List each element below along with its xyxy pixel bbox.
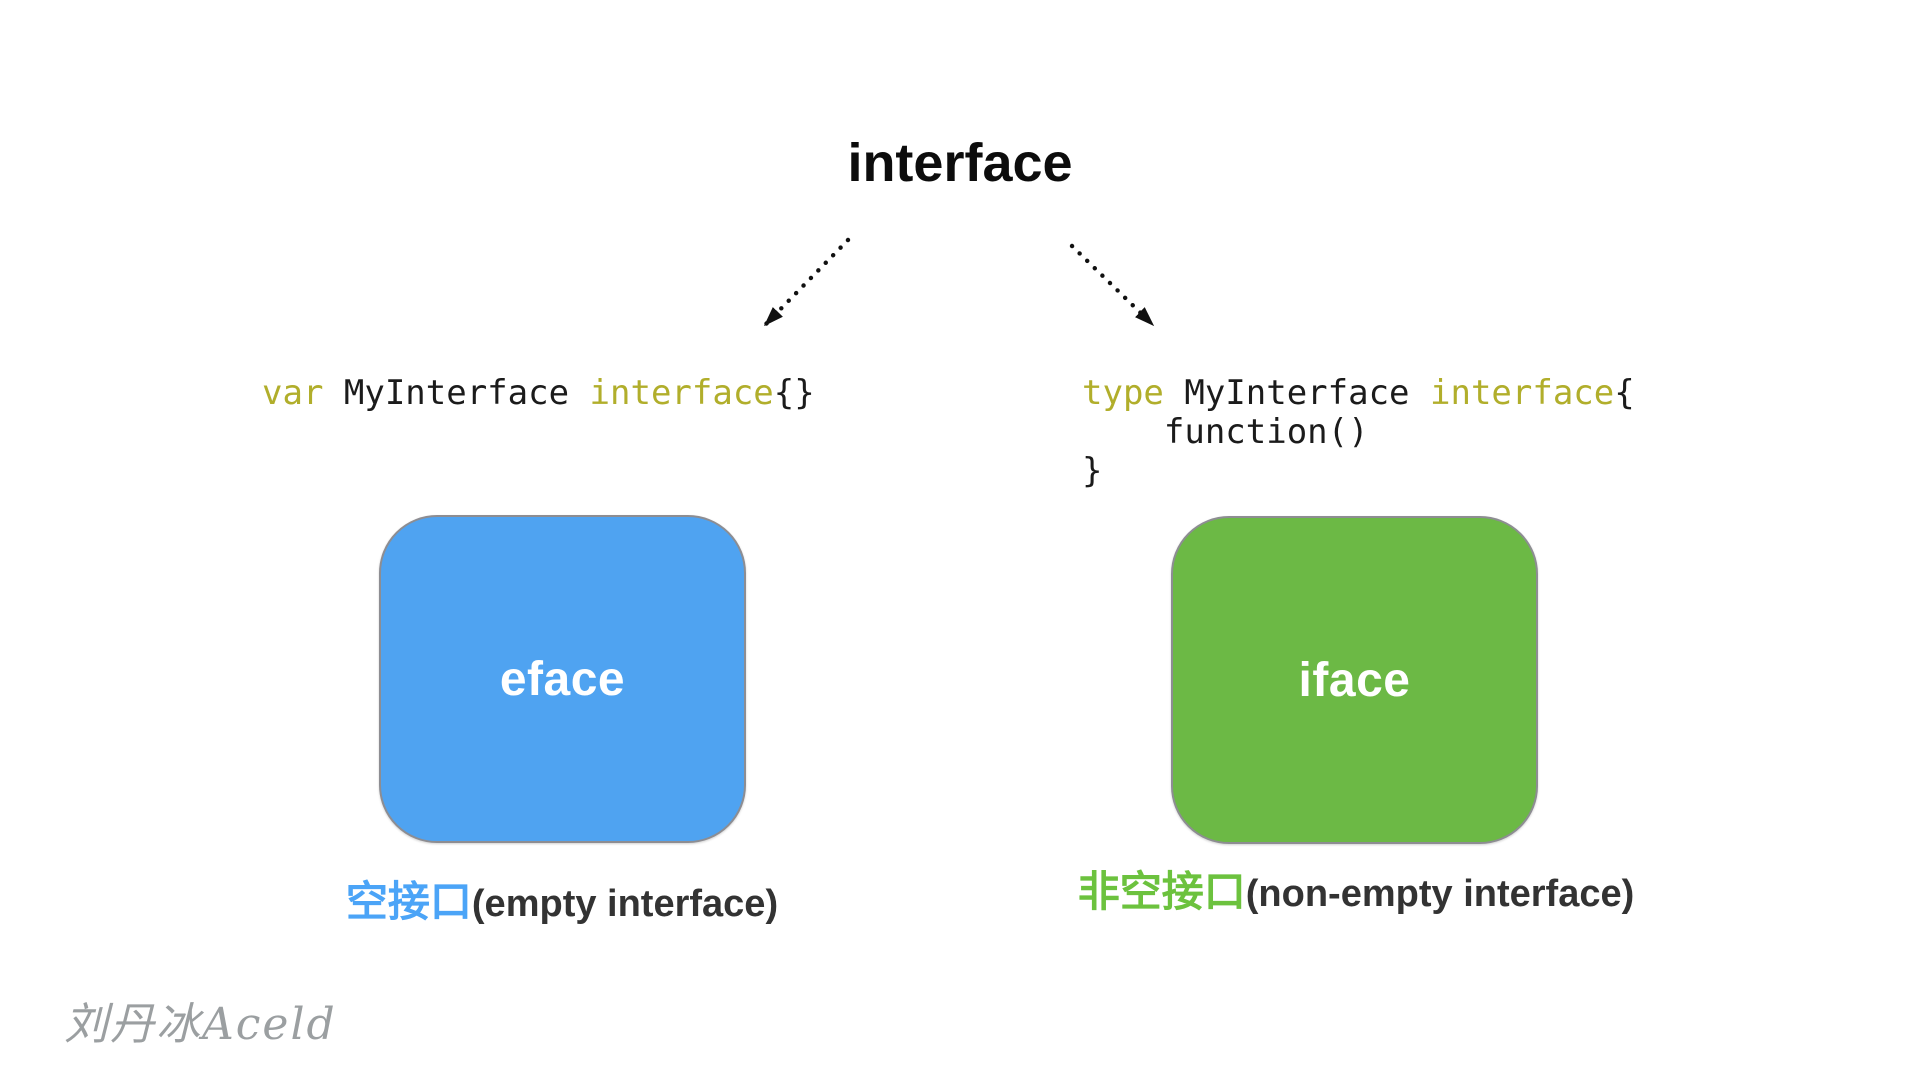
code-open-brace: { [1614,373,1635,413]
watermark-signature: 刘丹冰Aceld [64,999,337,1050]
code-method-line: function() [1163,412,1369,452]
code-keyword-var: var [262,373,344,413]
iface-box-label: iface [1298,653,1411,707]
iface-caption-en: (non-empty interface) [1245,873,1635,915]
code-identifier: MyInterface [1184,373,1430,413]
eface-box-label: eface [499,652,626,706]
right-arrow-icon [1069,243,1155,327]
code-braces: {} [773,373,815,413]
eface-caption: 空接口(empty interface) [346,868,778,929]
code-keyword-interface: interface [1430,373,1615,413]
left-code-snippet: var MyInterface interface{} [262,374,815,413]
eface-caption-en: (empty interface) [471,883,779,925]
code-keyword-interface: interface [589,373,774,413]
code-keyword-type: type [1082,373,1185,413]
eface-box: eface [379,515,746,843]
iface-caption: 非空接口(non-empty interface) [1078,858,1635,919]
iface-caption-zh: 非空接口 [1077,868,1246,915]
right-code-snippet: type MyInterface interface{ function() } [1082,373,1635,492]
code-identifier: MyInterface [343,373,590,413]
left-arrow-icon [763,237,851,327]
code-close-brace: } [1082,451,1103,491]
diagram-title: interface [847,133,1073,193]
iface-box: iface [1171,516,1538,844]
eface-caption-zh: 空接口 [345,878,472,925]
